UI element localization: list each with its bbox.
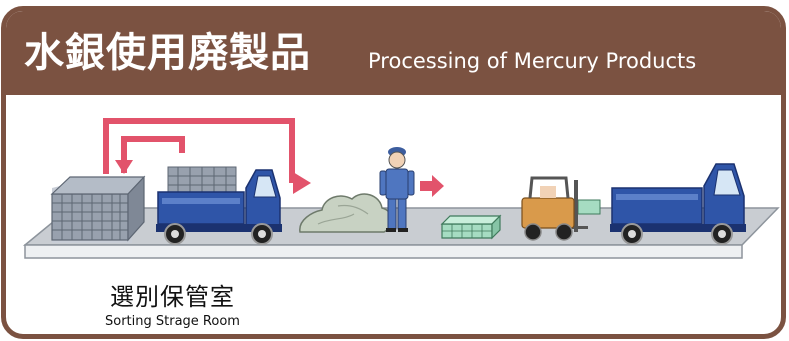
- title-japanese: 水銀使用廃製品: [24, 30, 311, 76]
- room-label-japanese: 選別保管室: [110, 283, 235, 311]
- room-label-english: Sorting Strage Room: [105, 314, 240, 329]
- crate-stack-icon: [50, 175, 146, 243]
- forklift-icon: [521, 176, 601, 241]
- processed-block-icon: [440, 214, 502, 240]
- dump-truck-icon: [610, 163, 746, 245]
- worker-icon: [379, 147, 415, 232]
- arrowhead-to-pile: [293, 172, 311, 194]
- crushed-material-pile-icon: [299, 193, 393, 233]
- diagram-panel: 水銀使用廃製品 Processing of Mercury Products: [1, 6, 786, 339]
- dump-truck-icon: [156, 166, 282, 245]
- flow-arrow-icon: [420, 175, 444, 197]
- header-bar: 水銀使用廃製品 Processing of Mercury Products: [6, 11, 781, 95]
- arrowhead-down: [115, 160, 133, 174]
- title-english: Processing of Mercury Products: [368, 49, 697, 73]
